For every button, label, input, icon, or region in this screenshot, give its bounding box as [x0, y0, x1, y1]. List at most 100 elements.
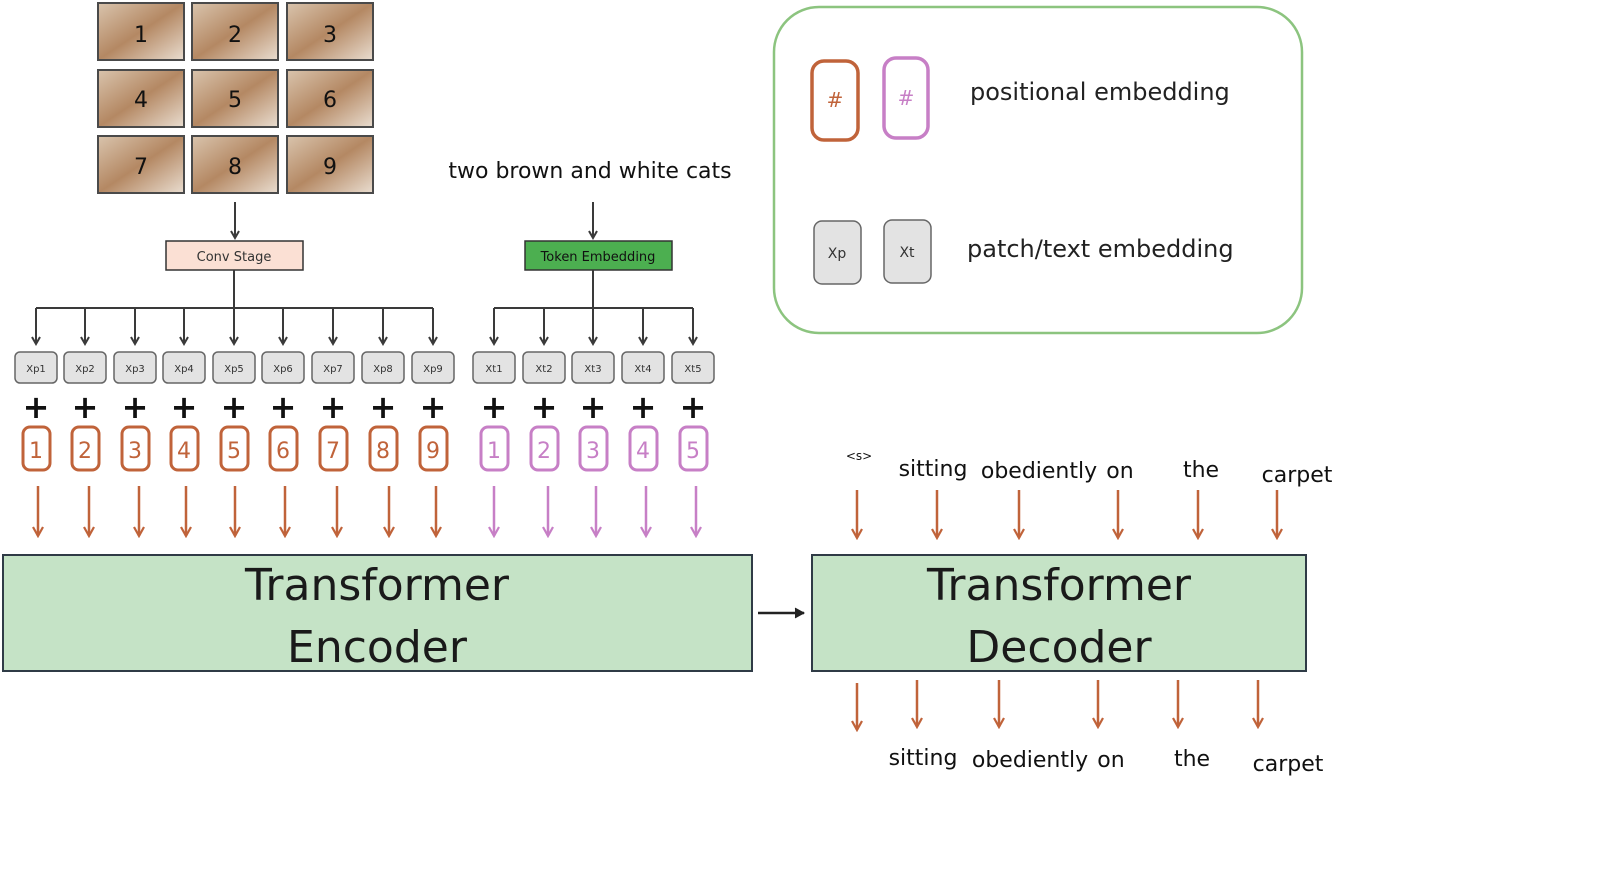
text-position-number: 4 — [636, 439, 650, 464]
decoder-title-line1: Transformer — [926, 560, 1192, 611]
text-token: Xt1 — [472, 351, 516, 384]
plus-sign: + — [122, 388, 149, 426]
legend-patch-embedding-symbol: Xp — [813, 220, 862, 285]
patch-position: 1 — [21, 425, 52, 472]
patch-token: Xp2 — [63, 351, 107, 384]
patch-number: 3 — [323, 23, 337, 48]
text-token-label: Xt5 — [684, 364, 701, 375]
encoder-title-line2: Encoder — [287, 622, 468, 673]
patch-token-label: Xp1 — [26, 364, 46, 375]
decoder-output-word: obediently — [972, 748, 1088, 773]
patch-position: 7 — [318, 425, 349, 472]
patch-position-row: 1 2 3 4 5 6 7 8 9 — [21, 425, 449, 472]
patch-position-number: 2 — [78, 439, 92, 464]
encoder-title-line1: Transformer — [244, 560, 510, 611]
patch-token: Xp5 — [212, 351, 256, 384]
patch-token-label: Xp9 — [423, 364, 443, 375]
text-position-row: 1 2 3 4 5 — [479, 425, 709, 472]
conv-branch — [36, 270, 433, 344]
text-position: 1 — [479, 425, 510, 472]
legend-patch-symbol: Xp — [828, 246, 847, 262]
patch-position: 2 — [70, 425, 101, 472]
decoder-input-words: <s> sitting obediently on the carpet — [846, 449, 1333, 488]
plus-sign: + — [72, 388, 99, 426]
patch-position-number: 8 — [376, 439, 390, 464]
patch-position: 8 — [368, 425, 399, 472]
legend-text-position-symbol: # — [882, 56, 930, 140]
patch-position-number: 4 — [177, 439, 191, 464]
plus-sign: + — [580, 388, 607, 426]
text-token: Xt4 — [621, 351, 665, 384]
patch-token-label: Xp2 — [75, 364, 95, 375]
decoder-input-word: sitting — [899, 457, 968, 482]
conv-stage-box: Conv Stage — [165, 240, 304, 271]
image-patch: 5 — [191, 69, 279, 128]
plus-sign: + — [23, 388, 50, 426]
legend-box: # # positional embedding Xp Xt patch/tex… — [772, 5, 1304, 335]
patch-number: 7 — [134, 155, 148, 180]
plus-sign: + — [270, 388, 297, 426]
plus-sign: + — [680, 388, 707, 426]
patch-number: 1 — [134, 23, 148, 48]
patch-number: 8 — [228, 155, 242, 180]
text-position: 4 — [628, 425, 659, 472]
patch-position-number: 1 — [29, 439, 43, 464]
plus-sign: + — [221, 388, 248, 426]
plus-sign: + — [370, 388, 397, 426]
patch-token-label: Xp7 — [323, 364, 343, 375]
legend-text-embedding-symbol: Xt — [883, 219, 932, 284]
plus-sign: + — [630, 388, 657, 426]
decoder-output-word: on — [1097, 748, 1124, 773]
token-embedding-box: Token Embedding — [524, 240, 673, 271]
image-patch: 7 — [97, 135, 185, 194]
legend-patch-position-symbol: # — [810, 59, 860, 142]
decoder-input-word: carpet — [1262, 463, 1333, 488]
patch-position: 6 — [268, 425, 299, 472]
decoder-output-word: carpet — [1253, 752, 1324, 777]
patch-position-number: 5 — [227, 439, 241, 464]
patch-number: 5 — [228, 88, 242, 113]
image-patch: 1 — [97, 2, 185, 61]
legend-pos-symbol: # — [898, 86, 915, 110]
text-position-number: 5 — [686, 439, 700, 464]
text-token-label: Xt3 — [584, 364, 601, 375]
patch-token: Xp9 — [411, 351, 455, 384]
text-position: 3 — [578, 425, 609, 472]
plus-sign: + — [420, 388, 447, 426]
patch-position: 9 — [418, 425, 449, 472]
decoder-input-word: on — [1106, 459, 1133, 484]
transformer-decoder: Transformer Decoder — [811, 554, 1307, 673]
decoder-output-words: sitting obediently on the carpet — [889, 746, 1324, 777]
text-token-label: Xt4 — [634, 364, 651, 375]
image-patch: 6 — [286, 69, 374, 128]
patch-position-number: 3 — [128, 439, 142, 464]
decoder-input-word: the — [1183, 458, 1219, 483]
patch-token-row: Xp1 Xp2 Xp3 Xp4 Xp5 Xp6 Xp7 Xp8 Xp9 — [14, 351, 455, 384]
token-embedding-label: Token Embedding — [540, 250, 656, 265]
patch-token: Xp7 — [311, 351, 355, 384]
patch-token-label: Xp5 — [224, 364, 244, 375]
decoder-input-arrows — [857, 490, 1277, 538]
patch-number: 6 — [323, 88, 337, 113]
decoder-title-line2: Decoder — [966, 622, 1152, 673]
image-patch: 4 — [97, 69, 185, 128]
input-caption: two brown and white cats — [448, 159, 731, 184]
patch-position-number: 7 — [326, 439, 340, 464]
patch-token-label: Xp4 — [174, 364, 194, 375]
text-token: Xt5 — [671, 351, 715, 384]
patch-number: 2 — [228, 23, 242, 48]
patch-position: 4 — [169, 425, 200, 472]
token-branch — [494, 270, 693, 344]
patch-position-number: 6 — [276, 439, 290, 464]
patch-token-label: Xp6 — [273, 364, 293, 375]
decoder-output-word: the — [1174, 747, 1210, 772]
text-token-label: Xt1 — [485, 364, 502, 375]
patch-position: 5 — [219, 425, 250, 472]
text-token: Xt3 — [571, 351, 615, 384]
conv-stage-label: Conv Stage — [197, 250, 272, 265]
patch-number: 9 — [323, 155, 337, 180]
plus-sign: + — [531, 388, 558, 426]
patch-token: Xp6 — [261, 351, 305, 384]
text-token: Xt2 — [522, 351, 566, 384]
